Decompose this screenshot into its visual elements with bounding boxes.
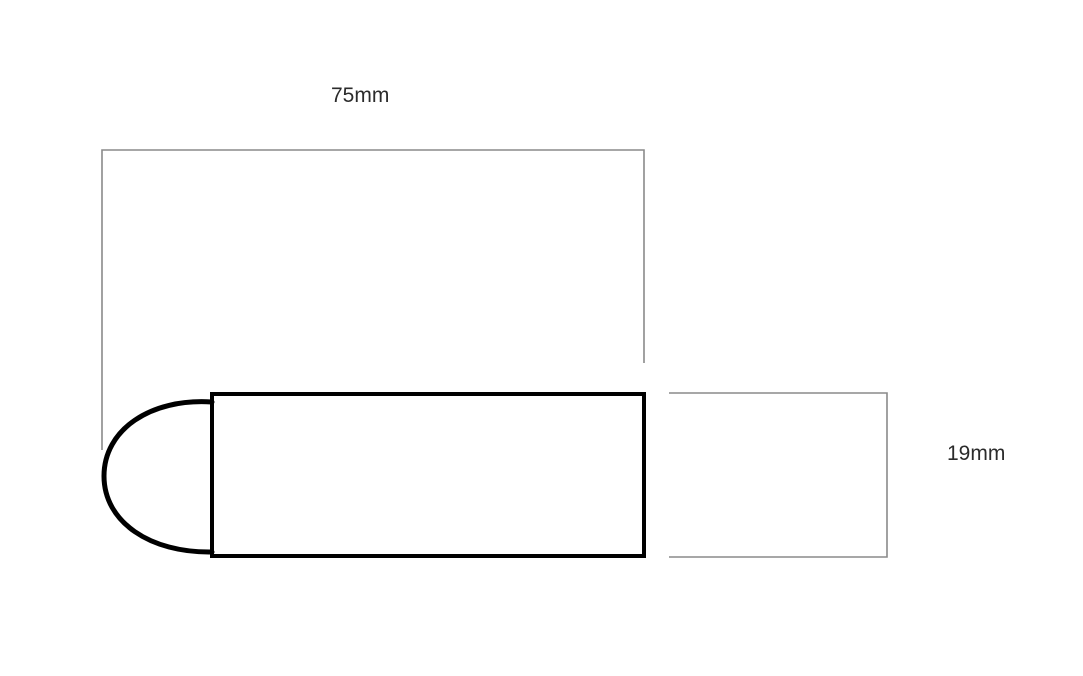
width-dimension-line — [669, 392, 888, 558]
body-outline — [210, 392, 646, 558]
length-dimension-label: 75mm — [331, 84, 390, 107]
rounded-cap-outline — [101, 399, 215, 555]
length-dimension-line — [101, 149, 645, 450]
width-dimension-label: 19mm — [947, 442, 1006, 465]
